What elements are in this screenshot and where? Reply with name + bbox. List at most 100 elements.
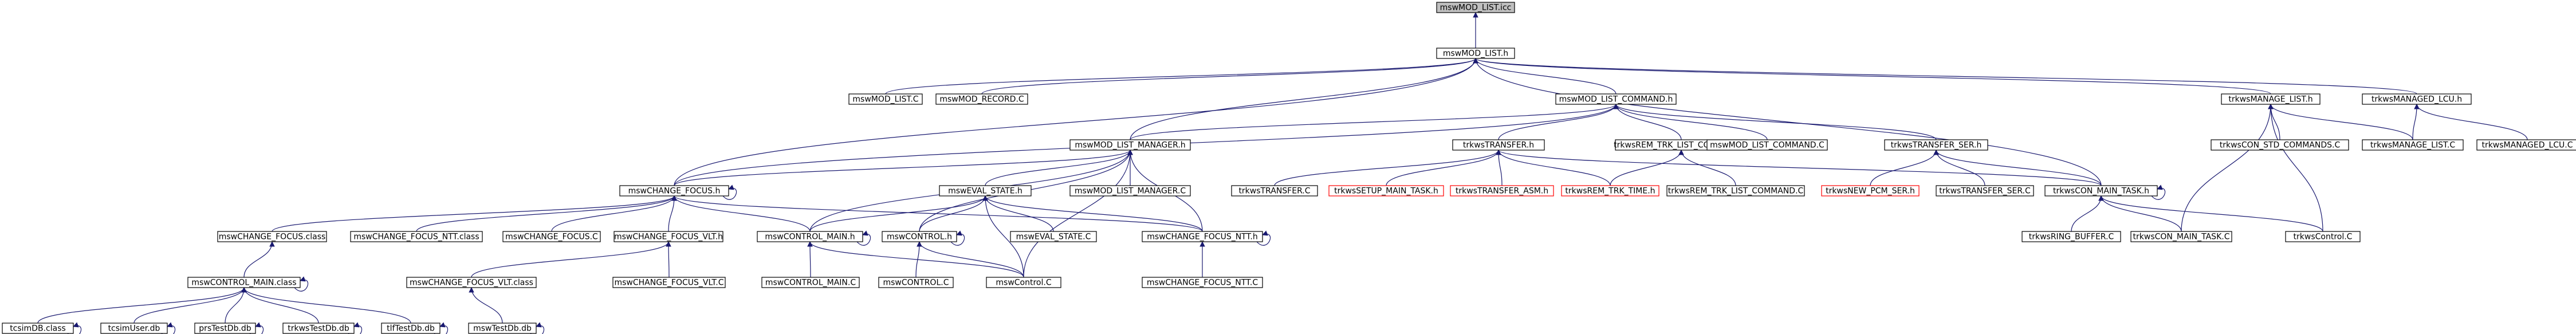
node-label: trkwsNEW_PCM_SER.h: [1826, 187, 1915, 196]
edge-change-focus-ntt-h-to-change-focus-h: [671, 195, 1203, 232]
node-msw-control-c[interactable]: mswControl.C: [986, 277, 1061, 288]
node-mod-list-h[interactable]: mswMOD_LIST.h: [1436, 48, 1515, 59]
node-label: mswCHANGE_FOCUS_NTT.h: [1147, 233, 1257, 242]
node-box: [613, 231, 723, 242]
node-tcsim-db-class[interactable]: tcsimDB.class: [2, 323, 74, 334]
node-label: mswCHANGE_FOCUS.class: [219, 233, 326, 242]
node-trkws-control-c[interactable]: trkwsControl.C: [2285, 231, 2361, 242]
edge-eval-state-c-to-eval-state-h: [982, 195, 1054, 232]
edge-control-h-to-eval-state-h: [919, 195, 988, 232]
node-label: trkwsMANAGED_LCU.h: [2372, 95, 2462, 104]
node-label: trkwsTestDb.db: [288, 324, 349, 333]
edge-con-main-task-c-to-con-main-task-h: [2098, 195, 2182, 232]
node-label: trkwsSETUP_MAIN_TASK.h: [1334, 187, 1438, 196]
node-ring-buffer-c[interactable]: trkwsRING_BUFFER.C: [2022, 231, 2121, 242]
node-label: trkwsMANAGE_LIST.C: [2370, 141, 2455, 150]
node-prs-test-db[interactable]: prsTestDb.db: [194, 323, 256, 334]
node-box: [1231, 185, 1318, 197]
node-eval-state-h[interactable]: mswEVAL_STATE.h: [939, 185, 1032, 197]
node-label: mswMOD_RECORD.C: [939, 95, 1024, 104]
node-trkws-test-db[interactable]: trkwsTestDb.db: [282, 323, 355, 334]
node-setup-main-task-h[interactable]: trkwsSETUP_MAIN_TASK.h: [1328, 185, 1444, 197]
node-change-focus-ntt-c[interactable]: mswCHANGE_FOCUS_NTT.C: [1142, 277, 1263, 288]
node-box: [1884, 139, 1988, 151]
edge-trkws-control-c-to-manage-list-h: [2268, 104, 2323, 232]
node-change-focus-c[interactable]: mswCHANGE_FOCUS.C: [502, 231, 601, 242]
node-change-focus-class[interactable]: mswCHANGE_FOCUS.class: [217, 231, 327, 242]
node-box: [2221, 93, 2321, 105]
node-control-c[interactable]: mswCONTROL.C: [878, 277, 954, 288]
node-manage-list-c[interactable]: trkwsMANAGE_LIST.C: [2362, 139, 2464, 151]
node-label: trkwsCON_STD_COMMANDS.C: [2220, 141, 2341, 150]
node-mod-list-manager-h[interactable]: mswMOD_LIST_MANAGER.h: [1069, 139, 1191, 151]
node-transfer-h[interactable]: trkwsTRANSFER.h: [1452, 139, 1545, 151]
node-mod-list-manager-c[interactable]: mswMOD_LIST_MANAGER.C: [1069, 185, 1191, 197]
node-change-focus-h[interactable]: mswCHANGE_FOCUS.h: [619, 185, 729, 197]
node-box: [350, 231, 483, 242]
edge-con-main-task-h-to-mod-list-h: [1473, 58, 2102, 186]
node-box: [986, 277, 1061, 288]
self-edge-tcsim-user-db: [161, 322, 176, 334]
node-tlf-test-db[interactable]: tlfTestDb.db: [381, 323, 441, 334]
node-change-focus-ntt-h[interactable]: mswCHANGE_FOCUS_NTT.h: [1142, 231, 1263, 242]
node-msw-test-db[interactable]: mswTestDb.db: [468, 323, 537, 334]
node-transfer-ser-c[interactable]: trkwsTRANSFER_SER.C: [1936, 185, 2034, 197]
edge-msw-control-c-to-eval-state-h: [982, 195, 1024, 278]
self-edge-control-h: [950, 230, 965, 246]
node-eval-state-c[interactable]: mswEVAL_STATE.C: [1010, 231, 1097, 242]
node-rem-trk-time-h[interactable]: trkwsREM_TRK_TIME.h: [1561, 185, 1659, 197]
node-mod-list-command-h[interactable]: mswMOD_LIST_COMMAND.h: [1555, 93, 1677, 105]
node-control-h[interactable]: mswCONTROL.h: [882, 231, 957, 242]
node-label: trkwsREM_TRK_TIME.h: [1565, 187, 1655, 196]
edge-eval-state-h-to-mod-list-manager-h: [985, 150, 1133, 186]
node-mod-record-c[interactable]: mswMOD_RECORD.C: [935, 93, 1028, 105]
node-box: [1436, 2, 1515, 13]
node-control-main-h[interactable]: mswCONTROL_MAIN.h: [757, 231, 863, 242]
node-box: [1666, 185, 1805, 197]
node-label: trkwsRING_BUFFER.C: [2029, 233, 2114, 242]
node-rem-trk-list-command-c[interactable]: trkwsREM_TRK_LIST_COMMAND.C: [1666, 185, 1805, 197]
node-label: mswCHANGE_FOCUS_VLT.C: [615, 278, 724, 288]
node-label: mswEVAL_STATE.h: [948, 187, 1022, 196]
edge-manage-list-c-to-managed-lcu-h: [2412, 104, 2420, 140]
edge-change-focus-c-to-change-focus-h: [551, 195, 677, 232]
node-mod-list-command-c[interactable]: mswMOD_LIST_COMMAND.C: [1706, 139, 1828, 151]
node-con-main-task-h[interactable]: trkwsCON_MAIN_TASK.h: [2044, 185, 2158, 197]
node-label: trkwsCON_MAIN_TASK.h: [2053, 187, 2149, 196]
node-box: [2022, 231, 2121, 242]
node-managed-lcu-h[interactable]: trkwsMANAGED_LCU.h: [2362, 93, 2472, 105]
node-change-focus-vlt-class[interactable]: mswCHANGE_FOCUS_VLT.class: [406, 277, 537, 288]
node-manage-list-h[interactable]: trkwsMANAGE_LIST.h: [2221, 93, 2321, 105]
node-box: [612, 277, 726, 288]
node-box: [2, 323, 74, 334]
edge-mod-list-command-h-to-mod-list-h: [1473, 58, 1617, 95]
node-con-main-task-c[interactable]: trkwsCON_MAIN_TASK.C: [2130, 231, 2232, 242]
node-label: trkwsMANAGED_LCU.C: [2481, 141, 2573, 150]
node-box: [848, 93, 923, 105]
node-tcsim-user-db[interactable]: tcsimUser.db: [100, 323, 168, 334]
self-edge-tlf-test-db: [434, 322, 449, 334]
node-box: [282, 323, 355, 334]
node-managed-lcu-c[interactable]: trkwsMANAGED_LCU.C: [2476, 139, 2576, 151]
node-mod-list-c[interactable]: mswMOD_LIST.C: [848, 93, 923, 105]
node-con-std-commands-c[interactable]: trkwsCON_STD_COMMANDS.C: [2211, 139, 2349, 151]
node-transfer-ser-h[interactable]: trkwsTRANSFER_SER.h: [1884, 139, 1988, 151]
node-label: trkwsTRANSFER_ASM.h: [1456, 187, 1548, 196]
node-change-focus-vlt-h[interactable]: mswCHANGE_FOCUS_VLT.h: [613, 231, 723, 242]
node-control-main-class[interactable]: mswCONTROL_MAIN.class: [187, 277, 301, 288]
node-change-focus-ntt-class[interactable]: mswCHANGE_FOCUS_NTT.class: [350, 231, 483, 242]
node-new-pcm-ser-h[interactable]: trkwsNEW_PCM_SER.h: [1821, 185, 1920, 197]
node-box: [1069, 185, 1191, 197]
node-transfer-asm-h[interactable]: trkwsTRANSFER_ASM.h: [1450, 185, 1554, 197]
node-control-main-c[interactable]: mswCONTROL_MAIN.C: [761, 277, 860, 288]
edge-mod-list-c-to-mod-list-h: [885, 58, 1478, 95]
node-root[interactable]: mswMOD_LIST.icc: [1436, 2, 1515, 13]
node-label: trkwsTRANSFER_SER.C: [1939, 187, 2031, 196]
self-edge-control-main-h: [856, 230, 871, 246]
node-transfer-c[interactable]: trkwsTRANSFER.C: [1231, 185, 1318, 197]
node-box: [619, 185, 729, 197]
edge-trkws-test-db-to-control-main-class: [241, 287, 319, 324]
node-box: [1069, 139, 1191, 151]
node-change-focus-vlt-c[interactable]: mswCHANGE_FOCUS_VLT.C: [612, 277, 726, 288]
node-label: mswMOD_LIST.icc: [1440, 3, 1512, 13]
